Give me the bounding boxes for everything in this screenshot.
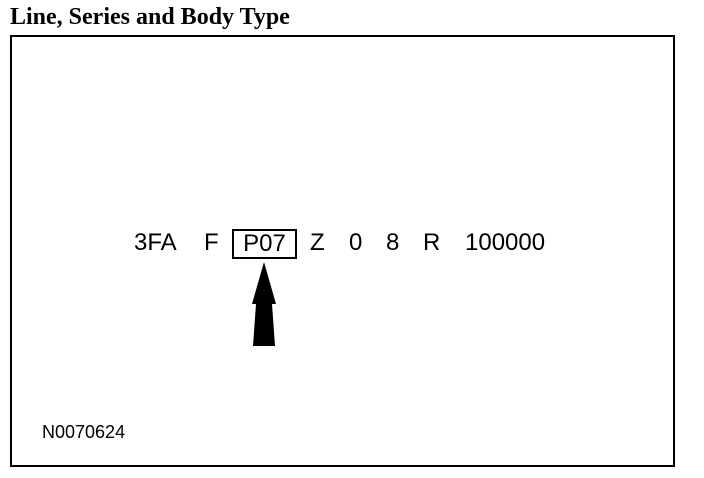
figure-title: Line, Series and Body Type bbox=[10, 4, 290, 30]
vin-segment-serial: 100000 bbox=[465, 229, 546, 256]
vin-segment-wmi: 3FA bbox=[134, 229, 177, 256]
vin-segment-engine: Z bbox=[310, 229, 325, 256]
vin-segment-restraint: F bbox=[204, 229, 219, 256]
figure-code: N0070624 bbox=[42, 422, 126, 442]
vin-segment-plant: R bbox=[423, 229, 441, 256]
up-arrow-icon bbox=[252, 262, 276, 346]
vin-segment-model-year: 8 bbox=[386, 229, 400, 256]
vin-segment-check-digit: 0 bbox=[349, 229, 363, 256]
diagram-frame bbox=[10, 35, 675, 467]
vin-segment-line-series-body: P07 bbox=[232, 229, 297, 259]
